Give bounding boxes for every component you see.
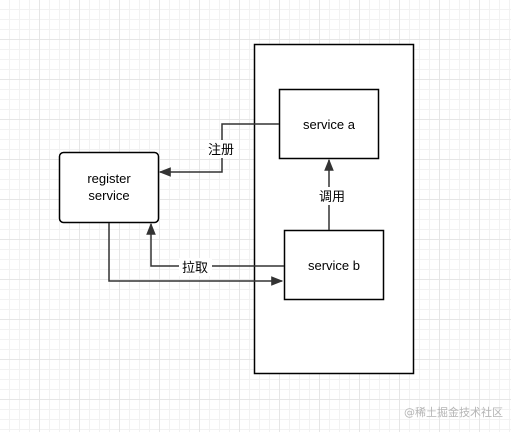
service-a-node[interactable]: service a — [278, 88, 380, 160]
service-b-box — [283, 229, 385, 301]
service-b-node[interactable]: service b — [283, 229, 385, 301]
register-service-node[interactable]: register service — [58, 151, 160, 224]
pull-edge-label: 拉取 — [182, 261, 208, 276]
connect-edge — [108, 223, 284, 286]
service-a-box — [278, 88, 380, 160]
invoke-edge-label: 调用 — [319, 190, 345, 205]
register-edge-label: 注册 — [208, 143, 234, 158]
register-service-box — [58, 151, 160, 224]
register-service-label-line2: service — [88, 188, 129, 203]
register-service-label-line1: register — [87, 171, 131, 186]
pull-edge — [146, 222, 284, 267]
service-b-label: service b — [308, 258, 360, 273]
watermark-text: @稀土掘金技术社区 — [404, 405, 503, 419]
service-a-label: service a — [303, 117, 356, 132]
pull-edge-label-bg — [179, 258, 212, 276]
register-edge-label-bg — [205, 140, 238, 158]
invoke-edge-label-bg — [316, 187, 349, 205]
